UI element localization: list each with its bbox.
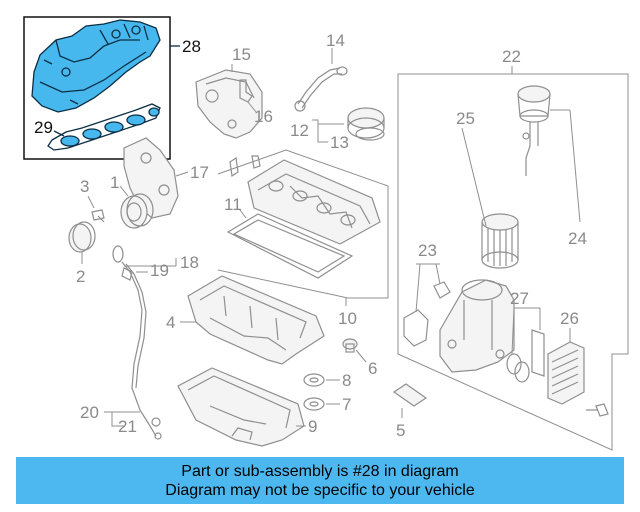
gasket-part-23: 23 bbox=[403, 241, 451, 347]
filter-housing-body bbox=[439, 279, 515, 373]
callout-15: 15 bbox=[232, 45, 251, 64]
washer-part-7: 7 bbox=[303, 395, 351, 414]
filter-cap-part-24: 24 bbox=[517, 85, 587, 248]
callout-12: 12 bbox=[290, 121, 309, 140]
callout-16: 16 bbox=[254, 107, 273, 126]
timing-cover-part-15: 15 bbox=[195, 45, 263, 139]
parts-diagram: 28 29 15 16 14 12 13 bbox=[23, 16, 629, 451]
callout-18: 18 bbox=[180, 253, 199, 272]
callout-8: 8 bbox=[342, 371, 351, 390]
bolt-part-3: 3 bbox=[80, 177, 105, 223]
callout-11: 11 bbox=[224, 195, 242, 214]
callout-17: 17 bbox=[190, 163, 209, 182]
o-rings-part-27: 27 bbox=[506, 289, 545, 383]
callout-20: 20 bbox=[80, 403, 99, 422]
callout-24: 24 bbox=[568, 229, 587, 248]
info-banner: Part or sub-assembly is #28 in diagram D… bbox=[16, 457, 624, 504]
oil-cooler-part-26: 26 bbox=[547, 309, 609, 417]
callout-29: 29 bbox=[34, 118, 53, 137]
hose-part-14: 14 bbox=[294, 31, 348, 112]
seal-part-2: 2 bbox=[68, 221, 96, 286]
filler-cap-part-12-13: 12 13 bbox=[290, 107, 385, 152]
callout-1: 1 bbox=[110, 173, 119, 192]
leader-29 bbox=[53, 130, 65, 137]
dipstick-part-18: 18 19 20 21 bbox=[80, 245, 199, 440]
filter-element-part-25: 25 bbox=[456, 109, 519, 269]
upper-oil-pan-part-4: 4 bbox=[166, 275, 325, 365]
callout-10: 10 bbox=[338, 309, 357, 328]
callout-27: 27 bbox=[510, 289, 529, 308]
pulley-part-1: 1 bbox=[110, 173, 154, 229]
filter-housing-group-part-22: 22 bbox=[397, 47, 629, 451]
callout-22: 22 bbox=[502, 47, 521, 66]
callout-25: 25 bbox=[456, 109, 475, 128]
lower-oil-pan-part-9: 9 bbox=[177, 367, 317, 447]
highlight-assembly-group[interactable]: 28 29 bbox=[23, 16, 201, 160]
callout-3: 3 bbox=[80, 177, 89, 196]
washer-part-8: 8 bbox=[303, 371, 351, 390]
callout-28: 28 bbox=[182, 37, 201, 56]
callout-2: 2 bbox=[76, 267, 85, 286]
callout-4: 4 bbox=[166, 313, 175, 332]
callout-23: 23 bbox=[418, 241, 437, 260]
banner-line-2: Diagram may not be specific to your vehi… bbox=[165, 482, 475, 499]
callout-19: 19 bbox=[150, 261, 169, 280]
banner-line-1: Part or sub-assembly is #28 in diagram bbox=[181, 463, 459, 480]
callout-13: 13 bbox=[330, 133, 349, 152]
callout-6: 6 bbox=[368, 359, 377, 378]
valve-cover-group-part-10: 10 11 bbox=[217, 149, 389, 328]
bracket-part-5: 5 bbox=[392, 383, 428, 440]
callout-26: 26 bbox=[560, 309, 579, 328]
drain-plug-part-6: 6 bbox=[342, 338, 377, 378]
callout-14: 14 bbox=[326, 31, 345, 50]
callout-21: 21 bbox=[118, 417, 137, 436]
callout-5: 5 bbox=[396, 421, 405, 440]
sensor-part-16: 16 bbox=[239, 79, 273, 126]
intake-manifold-part-28[interactable] bbox=[31, 19, 161, 113]
assembly-frame bbox=[23, 16, 171, 160]
callout-9: 9 bbox=[308, 417, 317, 436]
callout-7: 7 bbox=[342, 395, 351, 414]
manifold-gasket-part-29[interactable] bbox=[47, 103, 161, 151]
